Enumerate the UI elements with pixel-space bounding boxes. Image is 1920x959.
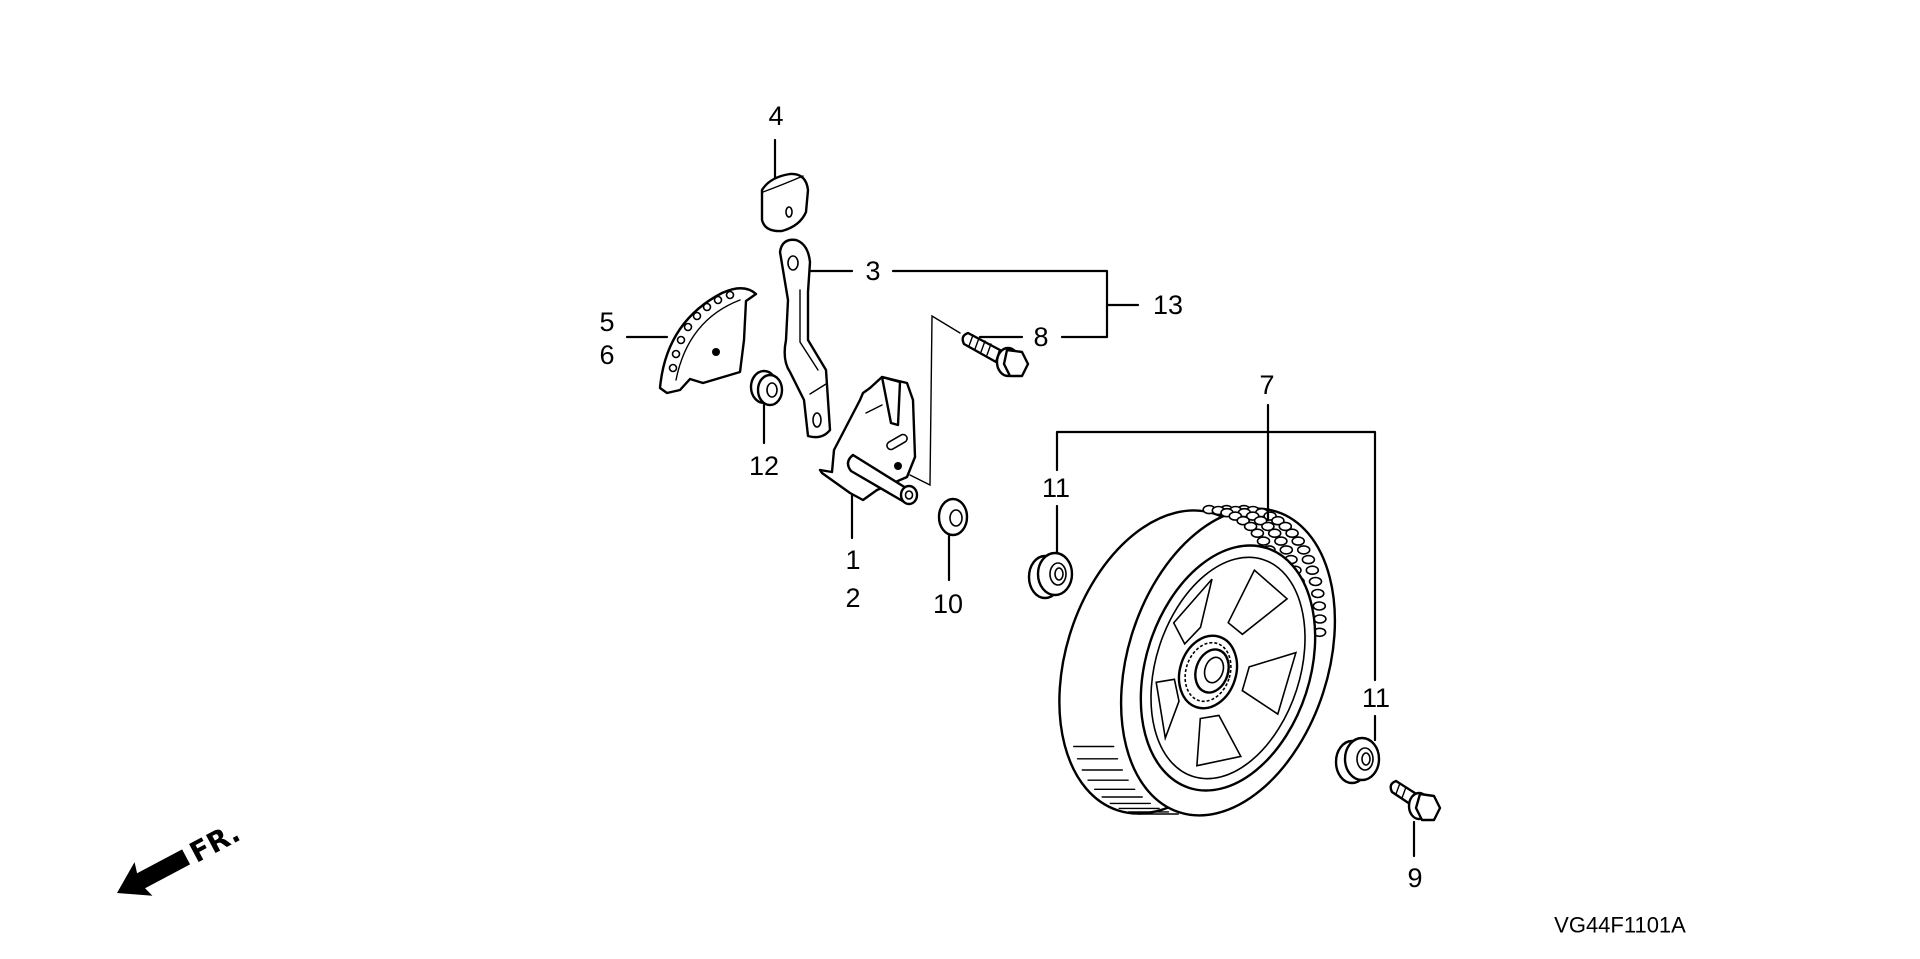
callout-2: 2 <box>845 583 860 613</box>
bolt-8-reference-line <box>909 314 961 487</box>
part-9-bolt <box>1389 779 1442 822</box>
wheel-spoke <box>1227 568 1289 636</box>
tread-block <box>1311 588 1325 599</box>
callout-3: 3 <box>865 256 880 286</box>
leader-lines <box>625 138 1416 858</box>
wheel-spokes <box>1155 568 1298 767</box>
callout-8: 8 <box>1033 322 1048 352</box>
tread-block <box>1285 528 1299 539</box>
tread-block <box>1312 601 1327 611</box>
tread-block <box>1308 576 1323 587</box>
tread-block <box>1301 554 1316 565</box>
callout-4: 4 <box>768 101 783 131</box>
wheel-spoke <box>1155 678 1180 742</box>
diagram-code: VG44F1101A <box>1554 913 1686 938</box>
callout-5: 5 <box>599 307 614 337</box>
callout-11-left: 11 <box>1042 473 1070 503</box>
tread-block <box>1236 515 1250 526</box>
front-direction-marker: FR. <box>117 816 245 896</box>
part-8-bolt <box>961 331 1030 378</box>
tread-block <box>1261 521 1275 532</box>
part-5-6-segment <box>658 287 758 395</box>
callout-1: 1 <box>845 545 860 575</box>
tread-block <box>1274 536 1288 546</box>
adjuster-teeth <box>668 290 735 373</box>
part-11-collar-right <box>1334 736 1381 785</box>
tread-block <box>1291 536 1305 546</box>
arrow-left-icon <box>117 849 191 896</box>
tread-block <box>1279 545 1294 555</box>
callout-10: 10 <box>933 589 963 619</box>
callout-11-right: 11 <box>1362 683 1390 713</box>
part-10-washer <box>937 497 969 537</box>
wheel-spoke <box>1241 651 1298 716</box>
tread-block <box>1305 565 1320 576</box>
part-3-lever <box>778 238 832 439</box>
front-label: FR. <box>184 816 245 869</box>
tread-block <box>1296 545 1311 555</box>
callout-7: 7 <box>1259 370 1274 400</box>
tread-block <box>1278 521 1293 532</box>
part-4-knob <box>760 172 810 233</box>
tread-block <box>1267 528 1282 539</box>
wheel-spoke <box>1172 578 1213 646</box>
tread-block <box>1250 528 1265 539</box>
callout-12: 12 <box>749 451 779 481</box>
callout-6: 6 <box>599 340 614 370</box>
tread-block <box>1313 614 1327 624</box>
part-7-wheel <box>1058 504 1337 817</box>
callout-13: 13 <box>1153 290 1183 320</box>
wheel-spoke <box>1196 714 1243 767</box>
tread-block <box>1271 515 1285 526</box>
tread-block <box>1256 536 1271 546</box>
part-1-2-bracket <box>818 375 919 506</box>
callout-9: 9 <box>1407 863 1422 893</box>
tread-block <box>1243 521 1258 532</box>
part-11-collar-left <box>1027 551 1074 600</box>
part-12-collar <box>749 369 784 407</box>
